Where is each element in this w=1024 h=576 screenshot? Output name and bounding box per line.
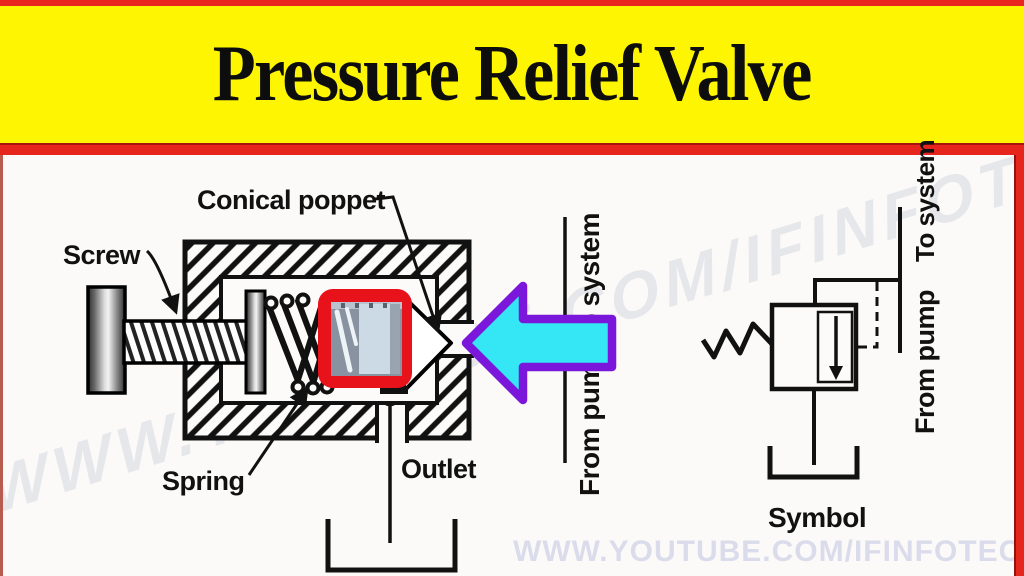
label-outlet: Outlet bbox=[401, 454, 477, 484]
outlet-passage bbox=[378, 406, 406, 443]
label-screw: Screw bbox=[63, 240, 142, 270]
valve-cutaway: Conical poppet Screw Spring Outlet bbox=[63, 185, 477, 573]
label-spring: Spring bbox=[162, 466, 245, 496]
tank-symbol bbox=[325, 519, 458, 573]
conical-poppet-leader bbox=[374, 195, 442, 334]
spring-plate bbox=[244, 289, 267, 395]
schematic-pilot-line bbox=[858, 282, 879, 349]
banner-bottom-red-strip bbox=[0, 143, 1024, 155]
schematic-inner-channel bbox=[816, 310, 854, 384]
spring-leader bbox=[247, 386, 309, 476]
left-red-edge bbox=[0, 155, 3, 576]
page-title: Pressure Relief Valve bbox=[213, 30, 813, 118]
label-symbol: Symbol bbox=[768, 502, 866, 533]
screw-head bbox=[86, 285, 127, 395]
schematic-connector bbox=[813, 278, 898, 306]
right-red-edge bbox=[1014, 155, 1024, 576]
label-from-pump: From pump bbox=[910, 290, 940, 434]
screw-shaft bbox=[122, 319, 256, 365]
banner-top-red-strip bbox=[0, 0, 1024, 6]
schematic-tank-symbol bbox=[767, 446, 860, 480]
screw-leader bbox=[145, 249, 180, 315]
valve-schematic: To system From pump Symbol bbox=[700, 140, 940, 533]
poppet-highlight bbox=[318, 289, 412, 388]
bottom-watermark: WWW.YOUTUBE.COM/IFINFOTECH bbox=[513, 535, 1024, 568]
schematic-valve-box bbox=[769, 302, 859, 392]
banner-yellow-band: Pressure Relief Valve bbox=[0, 6, 1024, 143]
schematic-spring-zigzag bbox=[700, 321, 774, 360]
label-conical-poppet: Conical poppet bbox=[197, 185, 386, 215]
poppet-base-edge bbox=[380, 386, 408, 394]
label-to-system: To system bbox=[910, 140, 940, 262]
left-arrow-highlight bbox=[461, 281, 617, 405]
title-banner: Pressure Relief Valve bbox=[0, 0, 1024, 155]
